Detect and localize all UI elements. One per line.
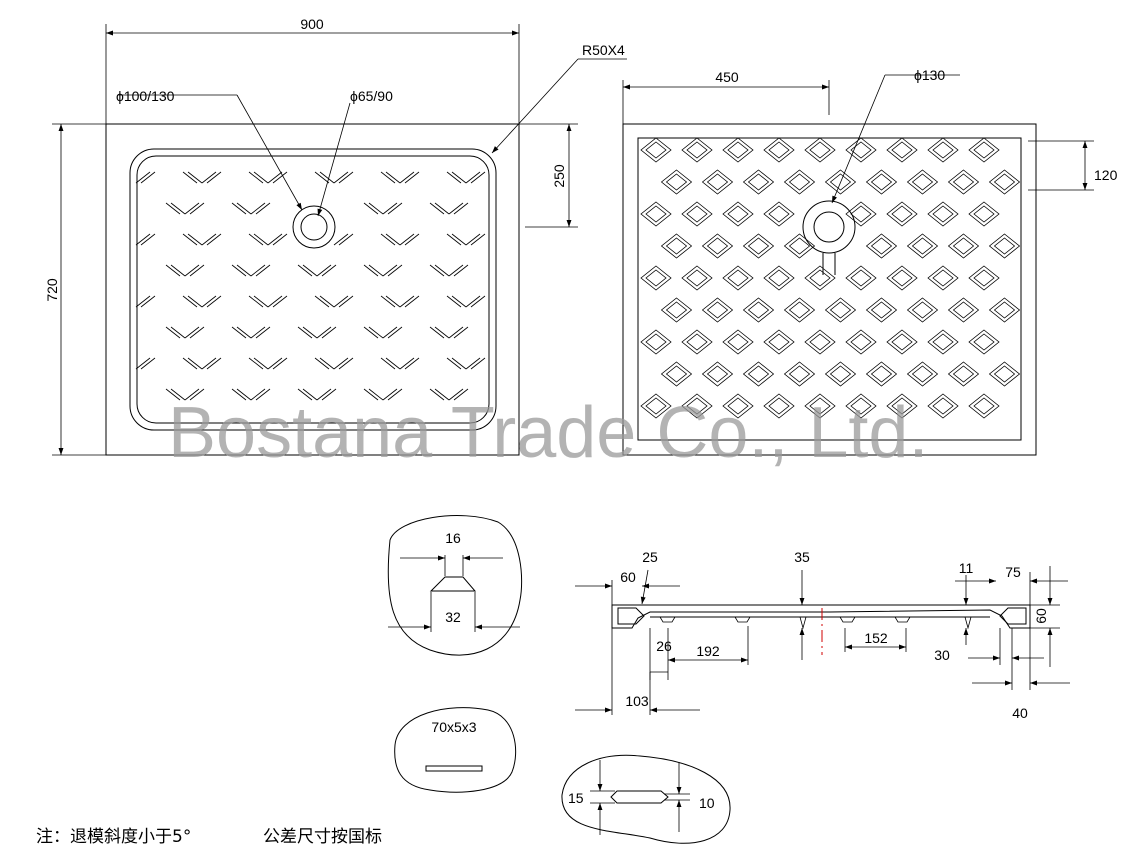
width-900-label: 900 xyxy=(300,16,324,32)
dim-75-label: 75 xyxy=(1005,564,1021,580)
detail-pad-bubble xyxy=(561,754,731,844)
tray-outline-right xyxy=(622,123,1037,456)
dim-152-label: 152 xyxy=(864,630,888,646)
dim-60-right-label: 60 xyxy=(1033,608,1049,624)
anti-slip-pattern xyxy=(135,171,486,401)
tray-outline-left xyxy=(105,123,520,456)
half-width-450-label: 450 xyxy=(715,69,739,85)
strip-size-label: 70x5x3 xyxy=(431,719,476,735)
watermark-text: Bostana Trade Co., Ltd. xyxy=(168,393,928,473)
foot-bottom-32-label: 32 xyxy=(445,609,461,625)
note-tolerance: 公差尺寸按国标 xyxy=(263,827,382,847)
dim-25-label: 25 xyxy=(642,549,658,565)
rib-offset-120-label: 120 xyxy=(1094,167,1118,183)
drain-inner-ring xyxy=(300,213,328,241)
dim-26-label: 26 xyxy=(656,638,672,654)
pad-profile xyxy=(610,790,669,804)
detail-foot: 16 32 xyxy=(387,515,523,656)
diamond-pattern xyxy=(640,137,1021,419)
pad-height-15-label: 15 xyxy=(568,790,584,806)
dim-11-label: 11 xyxy=(959,560,974,576)
dim-192-label: 192 xyxy=(696,643,720,659)
corner-radius-label: R50X4 xyxy=(582,42,625,58)
right-top-view: 450 ϕ130 120 xyxy=(622,67,1118,456)
tray-basin-outer xyxy=(129,148,497,431)
dim-30-label: 30 xyxy=(934,647,950,663)
drain-offset-250-label: 250 xyxy=(551,164,567,188)
section-profile xyxy=(611,604,1031,629)
section-view: 60 25 35 11 75 60 26 192 152 xyxy=(575,549,1070,721)
pad-height-10-label: 10 xyxy=(699,795,715,811)
strip-profile xyxy=(425,765,483,772)
tray-basin-right xyxy=(637,137,1022,441)
dim-60-left-label: 60 xyxy=(620,569,636,585)
dim-103-label: 103 xyxy=(625,693,649,709)
left-top-view: 900 720 250 R50X4 ϕ100/130 ϕ65/90 xyxy=(44,16,627,456)
drain-inner-dim-label: ϕ65/90 xyxy=(350,88,393,104)
foot-top-16-label: 16 xyxy=(445,530,461,546)
dim-40-label: 40 xyxy=(1012,705,1028,721)
detail-strip: 70x5x3 xyxy=(394,707,517,793)
drain-body xyxy=(802,200,856,254)
tray-basin-inner xyxy=(136,155,490,424)
foot-profile xyxy=(429,576,477,592)
drain-hole xyxy=(813,211,845,243)
drain-outer-ring xyxy=(292,205,336,249)
detail-foot-bubble xyxy=(387,515,523,656)
height-720-label: 720 xyxy=(44,278,60,302)
drain-130-label: ϕ130 xyxy=(914,67,945,83)
dim-35-label: 35 xyxy=(794,549,810,565)
section-left-rim xyxy=(617,607,645,625)
detail-pad: 15 10 xyxy=(561,754,731,844)
detail-strip-bubble xyxy=(394,707,517,793)
note-draft-angle: 注：退模斜度小于5° xyxy=(36,827,191,847)
section-right-rim xyxy=(999,607,1027,625)
drain-outer-dim-label: ϕ100/130 xyxy=(116,88,175,104)
